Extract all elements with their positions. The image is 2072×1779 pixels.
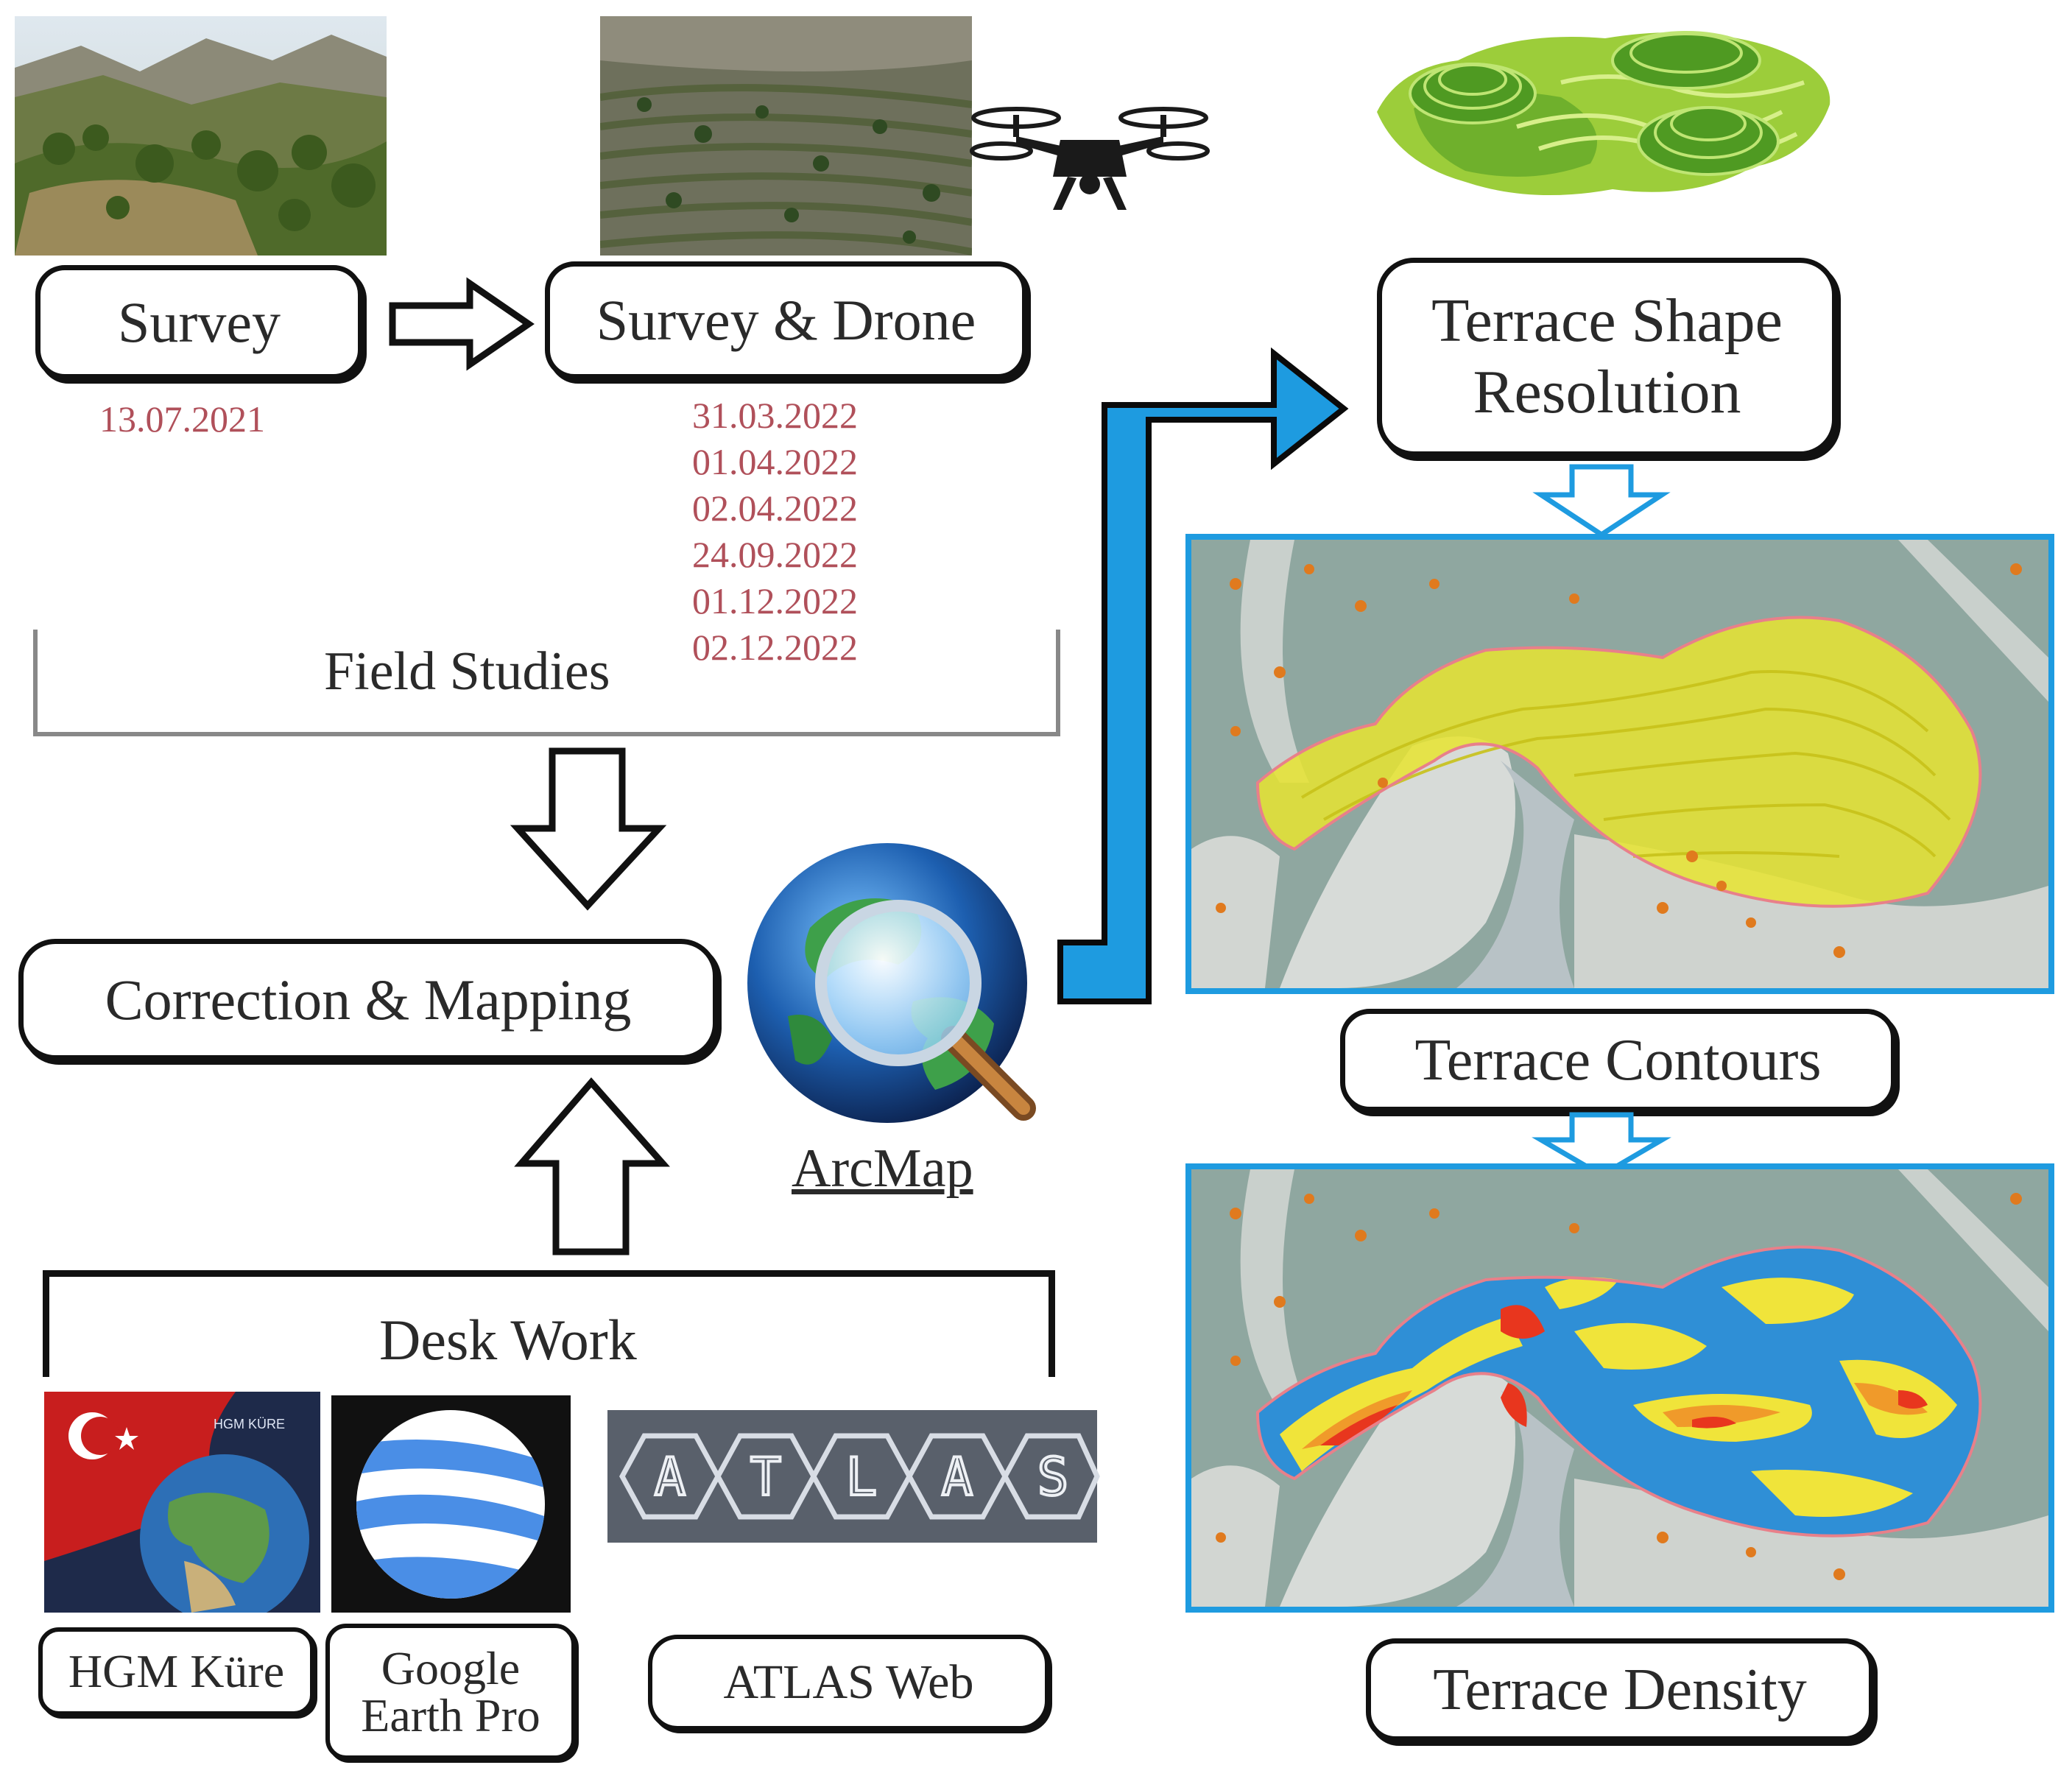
desk-work-bracket: [43, 1270, 1055, 1377]
survey-drone-label: Survey & Drone: [596, 288, 976, 352]
arcmap-to-output-arrow: [1057, 347, 1349, 1004]
terrace-shape-resolution-box: Terrace Shape Resolution: [1377, 258, 1837, 457]
terrace-contours-box: Terrace Contours: [1340, 1009, 1896, 1112]
survey-box: Survey: [35, 265, 363, 379]
atlas-web-label: ATLAS Web: [723, 1655, 974, 1709]
drone-date-1: 31.03.2022: [692, 395, 858, 436]
drone-date-3: 02.04.2022: [692, 487, 858, 529]
terrace-contours-label: Terrace Contours: [1414, 1027, 1822, 1093]
terrace-density-map: [1185, 1163, 2054, 1613]
drone-date-6: 02.12.2022: [692, 627, 858, 668]
correction-mapping-label: Correction & Mapping: [105, 967, 632, 1032]
survey-photo: [15, 16, 387, 256]
drone-date-2: 01.04.2022: [692, 441, 858, 482]
arcmap-globe-icon: [747, 843, 1036, 1123]
desk-to-correction-arrow: [514, 1077, 670, 1255]
contours-to-density-arrow: [1532, 1112, 1671, 1179]
drone-date-5: 01.12.2022: [692, 580, 858, 621]
arcmap-label: ArcMap: [792, 1138, 973, 1199]
terrace-shape-label-line1: Terrace Shape: [1431, 286, 1783, 356]
terrace-landscape-icon: [1377, 31, 1830, 195]
google-earth-box: Google Earth Pro: [325, 1624, 576, 1760]
survey-drone-box: Survey & Drone: [545, 261, 1027, 379]
hgm-kure-label: HGM Küre: [68, 1645, 285, 1697]
hgm-kure-logo: HGM KÜRE: [44, 1392, 320, 1613]
hgm-kure-box: HGM Küre: [38, 1627, 314, 1716]
field-studies-bracket: [33, 630, 1060, 736]
correction-mapping-box: Correction & Mapping: [18, 939, 718, 1060]
atlas-logo-letter-4: A: [942, 1447, 973, 1507]
google-earth-label-line2: Earth Pro: [361, 1688, 540, 1741]
google-earth-logo: [331, 1395, 571, 1613]
field-studies-label: Field Studies: [324, 641, 610, 702]
survey-to-drone-arrow: [389, 277, 535, 371]
drone-aerial-photo: [600, 16, 972, 256]
field-to-correction-arrow: [510, 747, 667, 911]
drone-icon: [970, 107, 1210, 210]
atlas-logo-letter-3: L: [846, 1447, 877, 1507]
survey-label: Survey: [118, 289, 281, 354]
google-earth-label-line1: Google: [381, 1641, 521, 1694]
terrace-density-box: Terrace Density: [1366, 1638, 1874, 1741]
drone-date-4: 24.09.2022: [692, 534, 858, 575]
atlas-logo-letter-5: S: [1037, 1447, 1068, 1507]
atlas-logo-letter-2: T: [750, 1447, 781, 1507]
terrace-shape-label-line2: Resolution: [1473, 358, 1741, 426]
terrace-contours-map: [1185, 534, 2054, 994]
atlas-logo: A T L A S: [607, 1410, 1100, 1543]
terrace-density-label: Terrace Density: [1433, 1657, 1807, 1722]
atlas-logo-letter-1: A: [655, 1447, 686, 1507]
desk-work-label: Desk Work: [379, 1308, 637, 1372]
survey-date: 13.07.2021: [99, 398, 265, 440]
shape-to-contours-arrow: [1532, 464, 1671, 538]
hgm-kure-logo-text: HGM KÜRE: [214, 1417, 285, 1431]
atlas-web-box: ATLAS Web: [648, 1635, 1049, 1730]
